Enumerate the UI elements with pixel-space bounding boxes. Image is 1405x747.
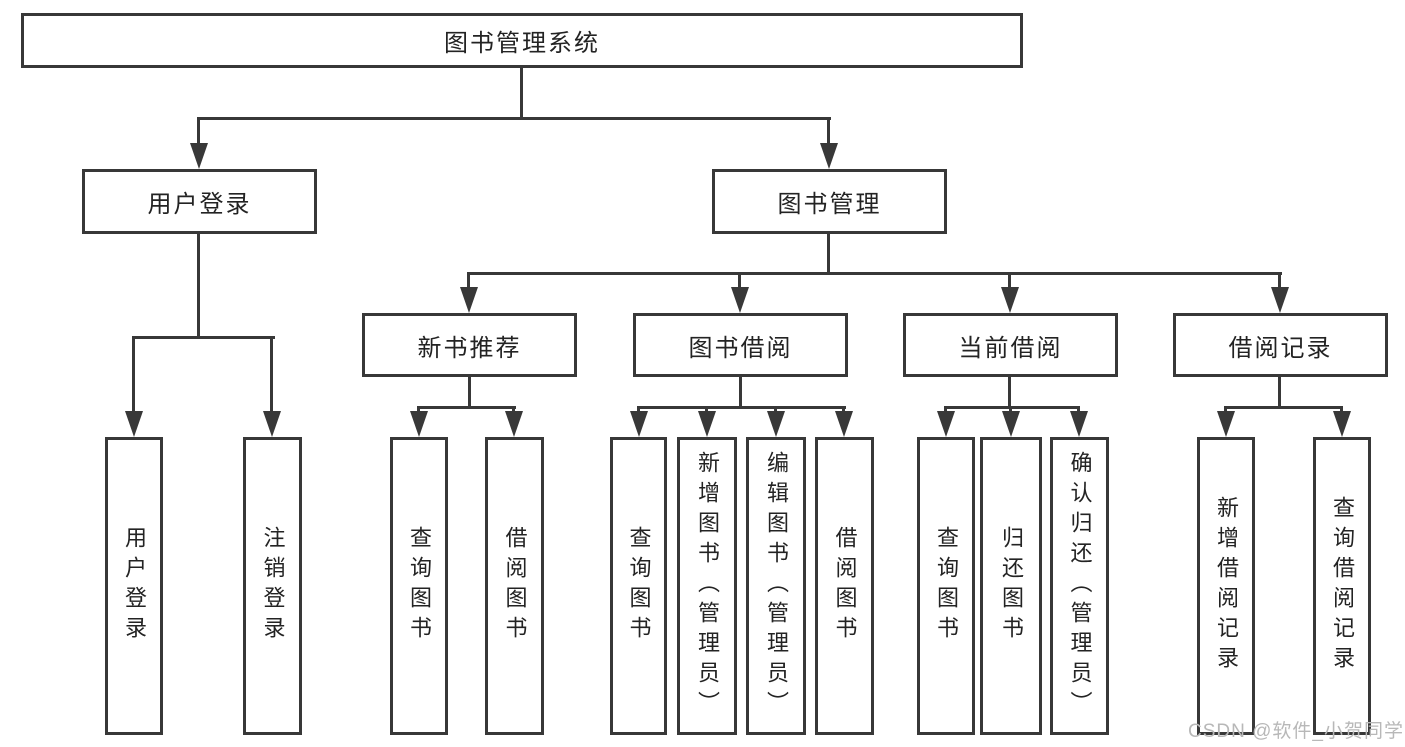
- leaf-user-login: 用户登录: [105, 437, 163, 735]
- node-label: 新增图书（管理员）: [695, 451, 720, 721]
- node-label: 图书管理系统: [444, 30, 600, 57]
- node-label: 当前借阅: [958, 334, 1063, 362]
- connector-stem: [468, 377, 471, 408]
- arrowhead-down-icon: [1333, 411, 1351, 437]
- leaf-edit-books-admin: 编辑图书（管理员）: [746, 437, 806, 735]
- connector-stem: [827, 117, 830, 151]
- leaf-add-books-admin: 新增图书（管理员）: [677, 437, 737, 735]
- node-borrowing-records: 借阅记录: [1173, 313, 1388, 377]
- arrowhead-down-icon: [698, 411, 716, 437]
- arrowhead-down-icon: [630, 411, 648, 437]
- connector-stem: [270, 336, 273, 418]
- node-book-management: 图书管理: [712, 169, 947, 234]
- leaf-borrow-books-borrow: 借阅图书: [815, 437, 874, 735]
- arrowhead-down-icon: [1001, 287, 1019, 313]
- arrowhead-down-icon: [505, 411, 523, 437]
- connector-rail: [417, 406, 516, 409]
- leaf-return-books: 归还图书: [980, 437, 1042, 735]
- leaf-query-books-current: 查询图书: [917, 437, 975, 735]
- node-label: 查询借阅记录: [1330, 496, 1355, 676]
- connector-stem: [467, 272, 470, 295]
- node-book-borrowing: 图书借阅: [633, 313, 848, 377]
- arrowhead-down-icon: [820, 143, 838, 169]
- node-label: 借阅图书: [502, 526, 528, 646]
- csdn-watermark: CSDN @软件_小贺同学: [1188, 721, 1404, 742]
- arrowhead-down-icon: [731, 287, 749, 313]
- arrowhead-down-icon: [1217, 411, 1235, 437]
- connector-stem: [1008, 377, 1011, 408]
- arrowhead-down-icon: [263, 411, 281, 437]
- node-label: 图书借阅: [688, 334, 793, 362]
- node-label: 注销登录: [260, 526, 286, 646]
- leaf-add-borrow-record: 新增借阅记录: [1197, 437, 1255, 735]
- leaf-query-books-borrow: 查询图书: [610, 437, 667, 735]
- connector-stem: [197, 117, 200, 151]
- arrowhead-down-icon: [1002, 411, 1020, 437]
- node-label: 查询图书: [934, 526, 959, 646]
- connector-rail: [637, 406, 846, 409]
- arrowhead-down-icon: [1271, 287, 1289, 313]
- node-user-login: 用户登录: [82, 169, 317, 234]
- node-label: 确认归还（管理员）: [1067, 451, 1093, 721]
- arrowhead-down-icon: [1070, 411, 1088, 437]
- connector-stem: [1278, 377, 1281, 408]
- connector-book-mgmt-rail: [467, 272, 1282, 275]
- node-label: 图书管理: [777, 191, 882, 218]
- node-current-borrowing: 当前借阅: [903, 313, 1118, 377]
- connector-user-login-rail: [132, 336, 275, 339]
- leaf-query-borrow-record: 查询借阅记录: [1313, 437, 1371, 735]
- connector-book-mgmt-stem: [827, 234, 830, 274]
- node-label: 新书推荐: [417, 334, 522, 362]
- connector-root-rail: [197, 117, 831, 120]
- connector-stem: [1008, 272, 1011, 295]
- node-label: 新增借阅记录: [1214, 496, 1239, 676]
- leaf-query-books-recommend: 查询图书: [390, 437, 448, 735]
- connector-stem: [1278, 272, 1281, 295]
- leaf-logout: 注销登录: [243, 437, 302, 735]
- node-label: 用户登录: [122, 526, 147, 646]
- connector-stem: [132, 336, 135, 418]
- arrowhead-down-icon: [190, 143, 208, 169]
- node-label: 归还图书: [999, 526, 1024, 646]
- arrowhead-down-icon: [460, 287, 478, 313]
- arrowhead-down-icon: [835, 411, 853, 437]
- node-label: 借阅图书: [832, 526, 858, 646]
- connector-user-login-stem: [197, 234, 200, 338]
- connector-stem: [739, 377, 742, 408]
- arrowhead-down-icon: [937, 411, 955, 437]
- connector-stem: [738, 272, 741, 295]
- node-new-book-recommendation: 新书推荐: [362, 313, 577, 377]
- node-library-management-system: 图书管理系统: [21, 13, 1023, 68]
- node-label: 用户登录: [147, 191, 252, 218]
- node-label: 借阅记录: [1228, 334, 1333, 362]
- connector-rail: [1224, 406, 1343, 409]
- leaf-confirm-return-admin: 确认归还（管理员）: [1050, 437, 1109, 735]
- leaf-borrow-books-recommend: 借阅图书: [485, 437, 544, 735]
- arrowhead-down-icon: [125, 411, 143, 437]
- node-label: 编辑图书（管理员）: [764, 451, 789, 721]
- arrowhead-down-icon: [410, 411, 428, 437]
- connector-root-stem: [520, 66, 523, 119]
- arrowhead-down-icon: [767, 411, 785, 437]
- node-label: 查询图书: [626, 526, 652, 646]
- node-label: 查询图书: [407, 526, 432, 646]
